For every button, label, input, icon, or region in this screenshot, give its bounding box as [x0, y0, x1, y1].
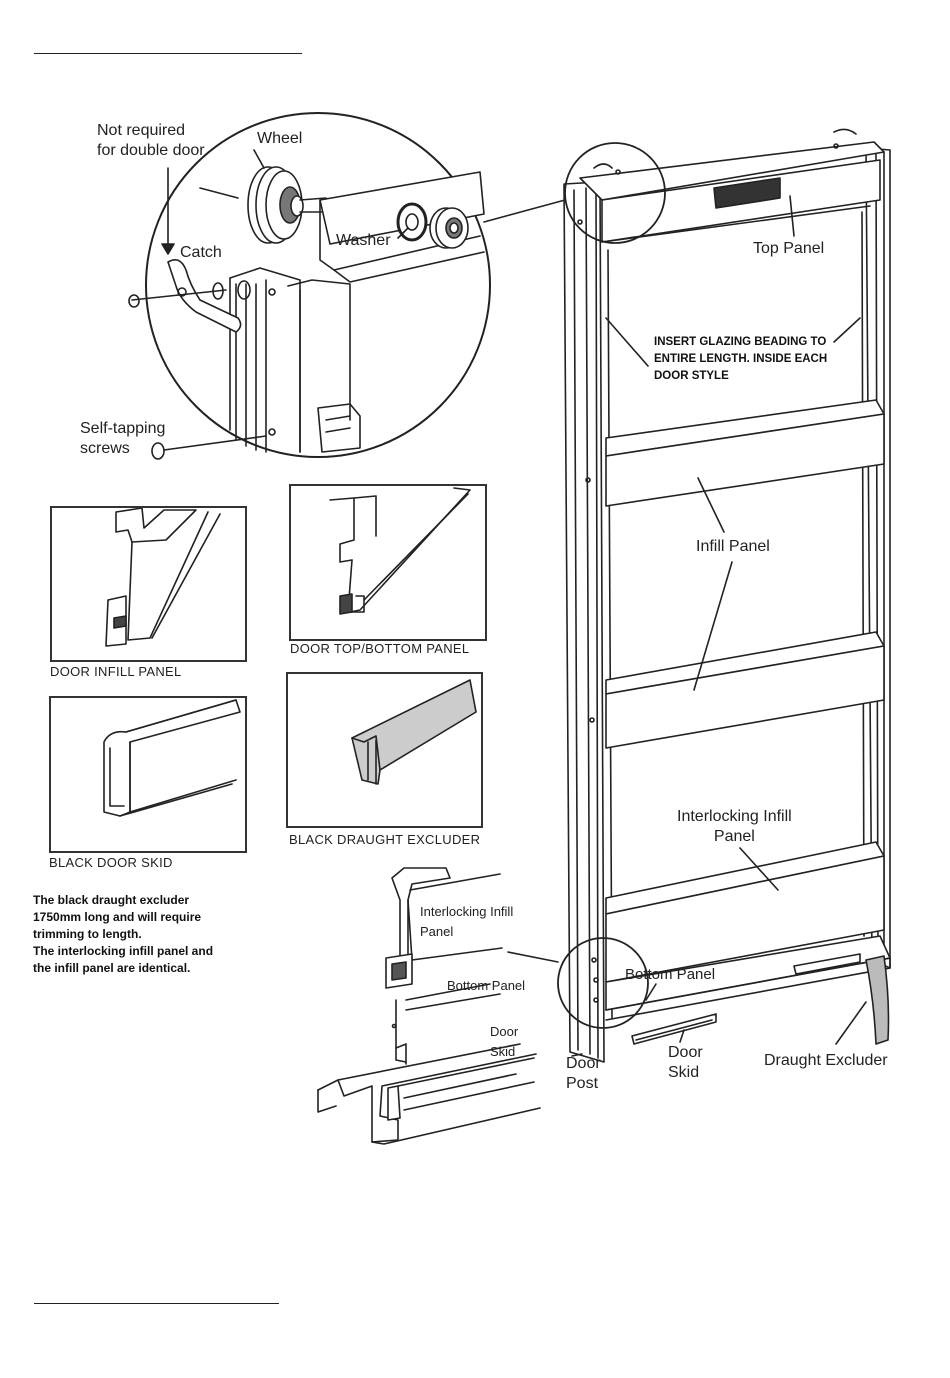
skid-profile-box	[49, 696, 247, 853]
excluder-profile-box	[286, 672, 483, 828]
washer-label: Washer	[336, 232, 391, 249]
bottom-panel-label: Bottom Panel	[625, 966, 716, 983]
footer-rule	[34, 1303, 279, 1304]
top-bottom-profile-art	[329, 487, 471, 615]
skid-profile-caption: BLACK DOOR SKID	[49, 855, 173, 870]
wheel-detail-callout	[128, 112, 491, 460]
infill-profile-box	[50, 506, 247, 662]
wheel-label: Wheel	[257, 130, 303, 147]
door-frame	[563, 128, 891, 1063]
top-bottom-profile-caption: DOOR TOP/BOTTOM PANEL	[290, 641, 470, 656]
section-bottom-panel-label: Bottom Panel	[447, 978, 526, 993]
glazing-beading-note: INSERT GLAZING BEADING TO ENTIRE LENGTH.…	[654, 336, 828, 382]
header-rule	[34, 53, 302, 54]
infill-profile-art	[105, 507, 221, 647]
excluder-profile-caption: BLACK DRAUGHT EXCLUDER	[289, 832, 481, 847]
section-door-skid-label: Door Skid	[490, 1024, 519, 1059]
catch-label: Catch	[180, 244, 222, 261]
excluder-profile-art	[351, 679, 477, 785]
draught-excluder-label: Draught Excluder	[764, 1052, 888, 1069]
top-panel-label: Top Panel	[753, 240, 825, 257]
door-skid-label: Door Skid	[668, 1044, 703, 1081]
self-tapping-screws-label: Self-tapping screws	[80, 420, 166, 457]
top-bottom-profile-box	[289, 484, 487, 641]
section-interlocking-infill-label: Interlocking Infill Panel	[420, 904, 514, 939]
infill-panel-label: Infill Panel	[696, 538, 770, 555]
section-detail-art	[317, 867, 541, 1145]
not-required-label: Not required for double door	[97, 122, 205, 159]
infill-profile-caption: DOOR INFILL PANEL	[50, 664, 182, 679]
door-post-label: Door Post	[566, 1055, 601, 1092]
skid-profile-art	[103, 699, 241, 817]
draught-excluder-notes: The black draught excluder 1750mm long a…	[33, 893, 214, 975]
interlocking-infill-panel-label: Interlocking Infill Panel	[677, 808, 792, 845]
